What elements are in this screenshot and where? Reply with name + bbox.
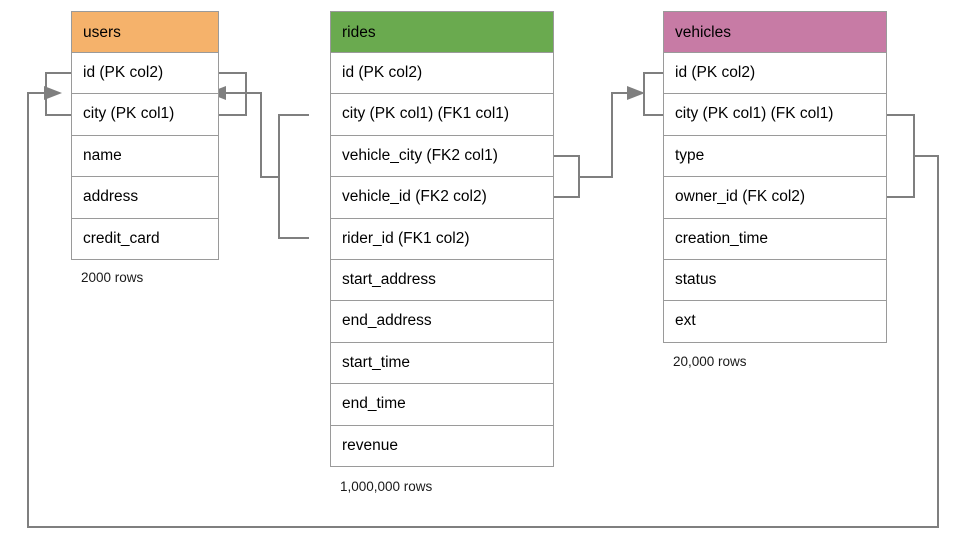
entity-table-users[interactable]: users id (PK col2) city (PK col1) name a… (71, 11, 219, 260)
entity-field-vehicles-owner-id[interactable]: owner_id (FK col2) (663, 177, 887, 219)
entity-table-vehicles[interactable]: vehicles id (PK col2) city (PK col1) (FK… (663, 11, 887, 343)
entity-field-rides-revenue[interactable]: revenue (330, 425, 554, 467)
relationship-vehicles-to-users-arrowhead (44, 86, 62, 100)
vehicles-left-bracket (643, 72, 664, 116)
entity-field-vehicles-status[interactable]: status (663, 259, 887, 302)
entity-field-rides-id[interactable]: id (PK col2) (330, 53, 554, 95)
entity-table-rides[interactable]: rides id (PK col2) city (PK col1) (FK1 c… (330, 11, 554, 467)
entity-field-vehicles-city[interactable]: city (PK col1) (FK col1) (663, 94, 887, 136)
vehicles-right-bracket (886, 114, 915, 198)
rides-right-bracket (553, 155, 580, 198)
entity-caption-rides: 1,000,000 rows (340, 479, 433, 494)
entity-field-rides-city[interactable]: city (PK col1) (FK1 col1) (330, 94, 554, 136)
entity-header-users: users (71, 11, 219, 53)
relationship-rides-to-vehicles (553, 72, 664, 198)
entity-header-rides: rides (330, 11, 554, 53)
relationship-rides-to-users-path (223, 92, 309, 239)
entity-field-vehicles-ext[interactable]: ext (663, 301, 887, 343)
entity-caption-vehicles: 20,000 rows (673, 354, 747, 369)
entity-field-rides-vehicle-id[interactable]: vehicle_id (FK2 col2) (330, 177, 554, 219)
entity-field-users-address[interactable]: address (71, 177, 219, 219)
relationship-rides-to-vehicles-arrowhead (627, 86, 645, 100)
users-left-bracket (45, 72, 72, 116)
entity-header-vehicles: vehicles (663, 11, 887, 53)
entity-caption-users: 2000 rows (81, 270, 144, 285)
entity-field-vehicles-id[interactable]: id (PK col2) (663, 53, 887, 95)
entity-field-rides-start-address[interactable]: start_address (330, 259, 554, 302)
entity-field-vehicles-creation-time[interactable]: creation_time (663, 218, 887, 260)
entity-field-vehicles-type[interactable]: type (663, 135, 887, 178)
entity-field-rides-rider-id[interactable]: rider_id (FK1 col2) (330, 218, 554, 260)
entity-field-rides-start-time[interactable]: start_time (330, 342, 554, 385)
entity-field-users-name[interactable]: name (71, 135, 219, 178)
entity-field-rides-vehicle-city[interactable]: vehicle_city (FK2 col1) (330, 135, 554, 178)
entity-field-users-id[interactable]: id (PK col2) (71, 53, 219, 95)
relationship-rides-to-users (208, 72, 309, 239)
entity-field-users-credit-card[interactable]: credit_card (71, 218, 219, 260)
entity-field-users-city[interactable]: city (PK col1) (71, 94, 219, 136)
users-right-bracket (218, 72, 247, 116)
entity-field-rides-end-time[interactable]: end_time (330, 384, 554, 426)
entity-field-rides-end-address[interactable]: end_address (330, 301, 554, 343)
relationship-rides-to-vehicles-path (578, 92, 629, 178)
